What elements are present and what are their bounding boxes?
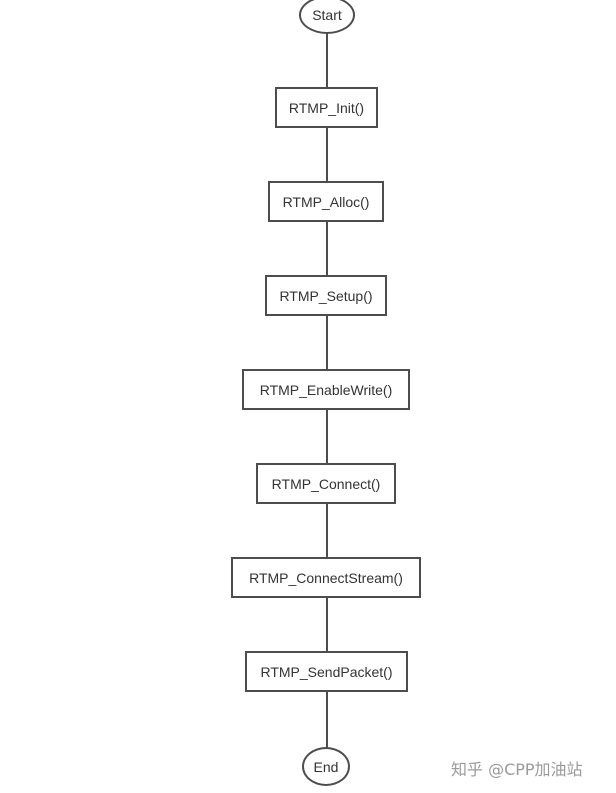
start-node: Start: [299, 0, 355, 34]
connector-alloc-setup: [326, 221, 328, 276]
watermark-text: 知乎 @CPP加油站: [451, 760, 583, 779]
connector-connect-connectstream: [326, 503, 328, 558]
init-node: RTMP_Init(): [275, 87, 378, 128]
connector-start-init: [326, 33, 328, 88]
connector-setup-enablewrite: [326, 315, 328, 370]
connector-sendpacket-end: [326, 691, 328, 748]
setup-node: RTMP_Setup(): [265, 275, 387, 316]
connector-enablewrite-connect: [326, 409, 328, 464]
connect-node: RTMP_Connect(): [256, 463, 396, 504]
connector-init-alloc: [326, 127, 328, 182]
enablewrite-node: RTMP_EnableWrite(): [242, 369, 410, 410]
end-node: End: [302, 747, 350, 786]
sendpacket-node: RTMP_SendPacket(): [245, 651, 408, 692]
alloc-node: RTMP_Alloc(): [268, 181, 384, 222]
connector-connectstream-sendpacket: [326, 597, 328, 652]
connectstream-node: RTMP_ConnectStream(): [231, 557, 421, 598]
